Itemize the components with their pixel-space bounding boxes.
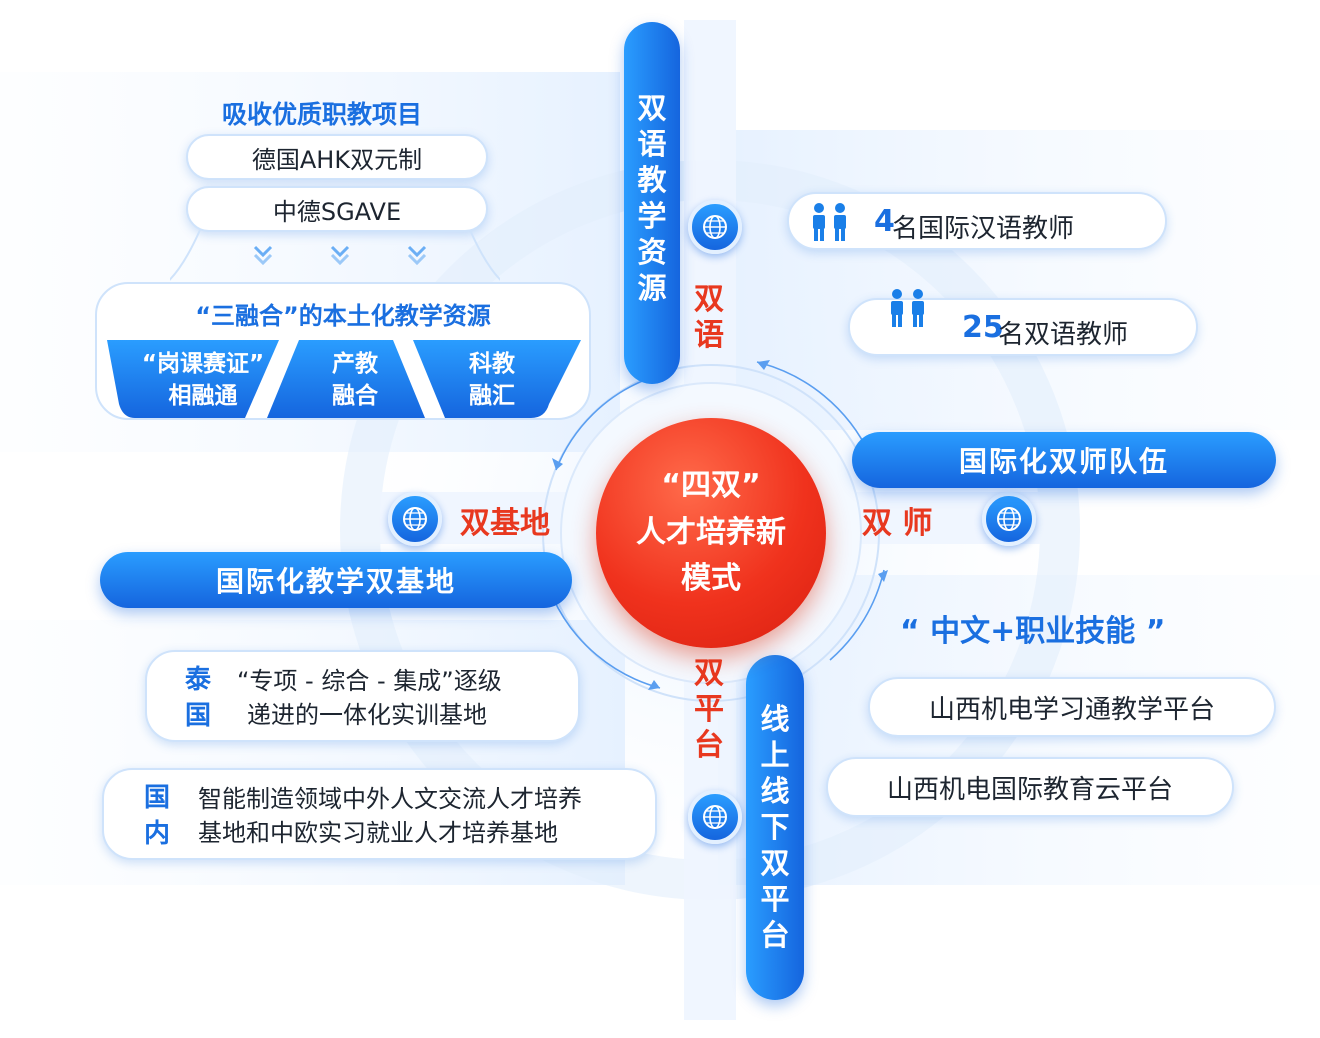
domestic-desc: 智能制造领域中外人文交流人才培养 基地和中欧实习就业人才培养基地 — [198, 782, 582, 850]
segment-industry-education: 产教 融合 — [295, 348, 415, 412]
bar-char: 学 — [637, 199, 667, 233]
three-integration-title: “三融合”的本土化教学资源 — [195, 302, 491, 330]
teachers2-text: 名双语教师 — [998, 320, 1129, 350]
three-integration-shape — [95, 282, 591, 420]
intl-dual-base-banner: 国际化教学双基地 — [100, 552, 572, 608]
funnel-lines — [170, 230, 500, 281]
tag-char: 内 — [144, 819, 171, 849]
globe-icon — [688, 200, 742, 254]
sgave-pill: 中德SGAVE — [186, 186, 488, 232]
tag-char: 国 — [144, 783, 171, 813]
intl-dual-teacher-team-banner: 国际化双师队伍 — [852, 432, 1276, 488]
desc-line: 递进的一体化实训基地 — [247, 701, 487, 729]
platform2-label: 山西机电国际教育云平台 — [886, 774, 1173, 805]
center-line-1: “四双” — [661, 468, 761, 504]
intl-cloud-platform-pill: 山西机电国际教育云平台 — [826, 757, 1234, 817]
thailand-tag: 泰 国 — [185, 662, 211, 734]
label-char: 双 — [694, 656, 724, 691]
desc-line: 智能制造领域中外人文交流人才培养 — [198, 785, 582, 813]
center-model-circle: “四双” 人才培养新 模式 — [596, 418, 826, 648]
xuexitong-platform-pill: 山西机电学习通教学平台 — [868, 677, 1276, 737]
platform1-label: 山西机电学习通教学平台 — [928, 694, 1215, 725]
ahk-label: 德国AHK双元制 — [251, 145, 423, 174]
top-left-title: 吸收优质职教项目 — [222, 100, 423, 129]
domestic-tag: 国 内 — [144, 780, 170, 852]
chevron-down-icon — [327, 243, 353, 269]
chinese-vocational-title: “ 中文+职业技能 ” — [900, 614, 1166, 649]
label-char: 台 — [694, 728, 724, 763]
segment-line: 产教 — [332, 351, 378, 377]
segment-science-education: 科教 融汇 — [437, 348, 547, 412]
bar-char: 资 — [637, 235, 667, 269]
label-char: 语 — [694, 318, 724, 353]
three-integration-block: “三融合”的本土化教学资源 “岗课赛证” 相融通 产教 融合 科教 融汇 — [95, 282, 591, 420]
bar-char: 平 — [760, 882, 790, 916]
bar-char: 线 — [760, 702, 790, 736]
bar-char: 源 — [637, 271, 667, 305]
chevron-down-icon — [250, 243, 276, 269]
segment-line: 科教 — [469, 351, 515, 377]
globe-icon — [688, 790, 742, 844]
label-dual-platform: 双 平 台 — [694, 656, 724, 764]
label-dual-teachers: 双 师 — [862, 506, 933, 541]
segment-post-course: “岗课赛证” 相融通 — [133, 348, 273, 412]
center-line-3: 模式 — [681, 561, 741, 597]
segment-line: 相融通 — [168, 383, 238, 409]
tag-char: 国 — [185, 701, 212, 731]
people-icon — [807, 202, 853, 246]
bar-char: 下 — [760, 810, 790, 844]
thailand-desc: “专项 - 综合 - 集成”逐级 递进的一体化实训基地 — [237, 664, 502, 732]
people-icon — [885, 288, 931, 332]
bilingual-teachers-pill: 25 名双语教师 — [848, 289, 1198, 356]
bar-char: 双 — [760, 846, 790, 880]
desc-line: “专项 - 综合 - 集成”逐级 — [237, 667, 502, 695]
sgave-label: 中德SGAVE — [272, 197, 402, 226]
bar-char: 台 — [760, 918, 790, 952]
bar-char: 上 — [760, 738, 790, 772]
banner-text: 国际化教学双基地 — [215, 565, 456, 598]
bilingual-resources-bar: 双 语 教 学 资 源 — [624, 22, 680, 384]
label-char: 双 — [694, 282, 724, 317]
teachers1-text: 名国际汉语教师 — [892, 214, 1075, 244]
bar-char: 线 — [760, 774, 790, 808]
center-line-2: 人才培养新 — [636, 514, 786, 550]
thailand-base-pill: 泰 国 “专项 - 综合 - 集成”逐级 递进的一体化实训基地 — [145, 650, 580, 742]
domestic-base-pill: 国 内 智能制造领域中外人文交流人才培养 基地和中欧实习就业人才培养基地 — [102, 768, 657, 860]
online-offline-platform-bar: 线 上 线 下 双 平 台 — [746, 655, 804, 1000]
banner-text: 国际化双师队伍 — [958, 445, 1169, 478]
globe-icon — [982, 492, 1036, 546]
bar-char: 双 — [637, 91, 667, 125]
bar-char: 语 — [637, 127, 667, 161]
segment-line: “岗课赛证” — [141, 351, 265, 377]
teachers2-number: 25 — [962, 310, 1004, 345]
ahk-dual-system-pill: 德国AHK双元制 — [186, 134, 488, 180]
tag-char: 泰 — [185, 665, 212, 695]
chevron-down-icon — [404, 243, 430, 269]
teachers1-number: 4 — [874, 204, 895, 239]
intl-chinese-teachers-pill: 4 名国际汉语教师 — [787, 192, 1167, 250]
desc-line: 基地和中欧实习就业人才培养基地 — [198, 819, 558, 847]
bar-char: 教 — [637, 163, 667, 197]
globe-icon — [388, 492, 442, 546]
label-char: 平 — [694, 692, 724, 727]
segment-line: 融合 — [332, 383, 378, 409]
segment-line: 融汇 — [469, 383, 515, 409]
label-bilingual: 双 语 — [694, 282, 724, 354]
label-dual-base: 双基地 — [460, 506, 550, 541]
